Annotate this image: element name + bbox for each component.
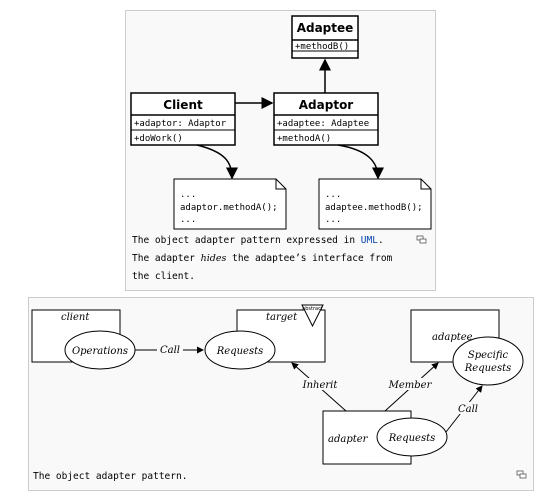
adaptor-note-line-1: ...: [325, 190, 341, 200]
operations-label: Operations: [72, 346, 128, 357]
client-attribute: +adaptor: Adaptor: [134, 119, 227, 129]
member-label: Member: [388, 380, 433, 391]
adaptee-method: +methodB(): [295, 42, 349, 52]
inherit-label-bg: [303, 378, 337, 390]
pattern-figure-caption: The object adapter pattern.: [33, 471, 188, 482]
abstract-marker-label: abstract: [302, 306, 323, 312]
target-box-label: target: [266, 312, 298, 323]
specific-requests-line-2: Requests: [464, 363, 512, 374]
client-note-line-2: adaptor.methodA();: [180, 203, 278, 213]
client-class-title: Client: [163, 98, 203, 112]
specific-requests-line-1: Specific: [468, 350, 509, 361]
adaptor-note: ... adaptee.methodB(); ...: [318, 178, 432, 230]
client-note-line-3: ...: [180, 215, 196, 225]
adaptor-method: +methodA(): [277, 134, 331, 144]
uml-caption-period: .: [377, 235, 384, 246]
uml-caption-text-2: The adapter: [132, 253, 201, 264]
uml-caption-text: The object adapter pattern expressed in: [132, 235, 361, 246]
adaptor-note-connector: [337, 144, 384, 180]
target-requests-label: Requests: [216, 346, 264, 357]
call-label-2-bg: [456, 402, 480, 414]
client-method: +doWork(): [134, 134, 183, 144]
call-label-1: Call: [160, 345, 180, 356]
adaptor-note-line-2: adaptee.methodB();: [325, 203, 423, 213]
specific-requests-ellipse: Specific Requests: [452, 336, 524, 386]
client-box-label: client: [61, 312, 90, 323]
call-label-2: Call: [458, 404, 478, 415]
adaptor-class-title: Adaptor: [299, 98, 354, 112]
operations-ellipse: Operations: [64, 330, 136, 370]
uml-figure-panel: [125, 10, 436, 291]
uml-caption-line-1: The object adapter pattern expressed in …: [132, 232, 422, 250]
adapter-box-label: adapter: [328, 434, 369, 445]
enlarge-icon[interactable]: [416, 235, 427, 244]
target-requests-ellipse: Requests: [204, 330, 276, 370]
uml-link[interactable]: UML: [360, 235, 378, 246]
member-label-bg: [389, 378, 429, 390]
enlarge-icon[interactable]: [516, 470, 527, 479]
client-note-connector: [196, 144, 238, 180]
uml-caption-emphasis: hides: [200, 253, 227, 264]
client-note: ... adaptor.methodA(); ...: [173, 178, 287, 230]
adaptor-attribute: +adaptee: Adaptee: [277, 119, 369, 129]
uml-caption-line-2: The adapter hides the adaptee’s interfac…: [132, 250, 422, 268]
adaptee-box-label: adaptee: [432, 332, 473, 343]
adaptor-note-line-3: ...: [325, 215, 341, 225]
adaptee-class-box: Adaptee +methodB(): [291, 15, 359, 59]
inherit-label: Inherit: [302, 380, 339, 391]
client-note-line-1: ...: [180, 190, 196, 200]
uml-caption-line-3: the client.: [132, 271, 195, 282]
client-class-box: Client +adaptor: Adaptor +doWork(): [130, 92, 236, 146]
adapter-requests-ellipse: Requests: [376, 417, 448, 457]
adaptee-class-title: Adaptee: [297, 21, 354, 35]
uml-figure-caption: The object adapter pattern expressed in …: [132, 232, 422, 286]
adaptor-class-box: Adaptor +adaptee: Adaptee +methodA(): [273, 92, 379, 146]
abstract-marker-icon: [301, 304, 324, 328]
uml-caption-text-3: the adaptee’s interface from: [226, 253, 393, 264]
call-label-1-bg: [157, 343, 183, 355]
adapter-requests-label: Requests: [388, 433, 436, 444]
